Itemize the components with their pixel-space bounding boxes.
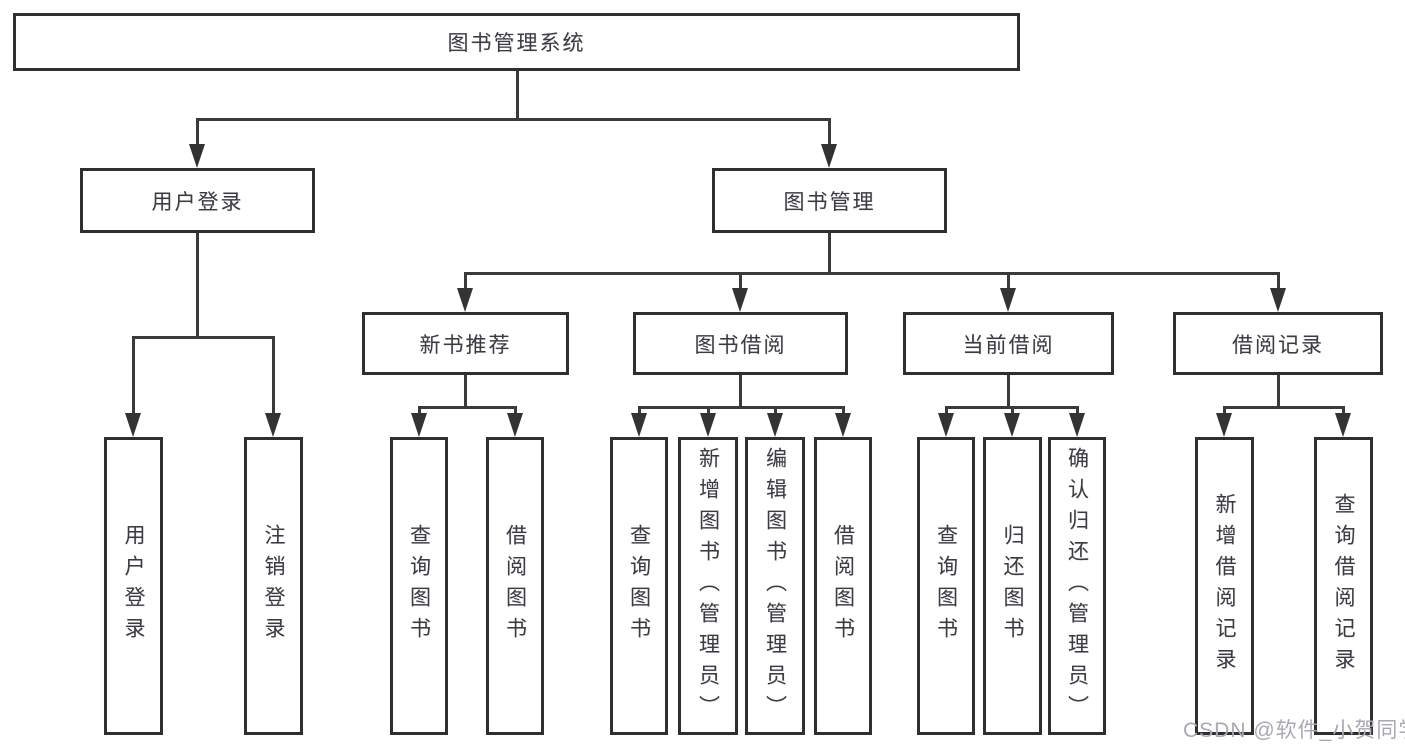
connector-book-mgmt-drop-0 [463, 272, 467, 290]
connector-root-arrowhead-0 [189, 144, 205, 168]
node-current-borrow: 当前借阅 [903, 312, 1114, 375]
connector-root-drop-1 [827, 118, 831, 146]
connector-new-book-drop-0 [417, 406, 421, 415]
connector-book-borrow-drop-0 [637, 406, 641, 415]
connector-root-stub [515, 71, 519, 121]
connector-book-borrow-drop-2 [773, 406, 777, 415]
connector-current-borrow-arrowhead-0 [938, 413, 954, 437]
leaf-query-borrow-record-label: 查询借阅记录 [1332, 493, 1355, 679]
node-book-borrow: 图书借阅 [633, 312, 848, 375]
connector-root-bus [195, 118, 831, 121]
leaf-query-book-borrow: 查询图书 [610, 437, 668, 735]
leaf-add-book-admin: 新增图书（管理员） [678, 437, 738, 735]
connector-book-borrow-arrowhead-0 [631, 413, 647, 437]
connector-borrow-record-drop-1 [1341, 406, 1345, 415]
node-borrow-record: 借阅记录 [1173, 312, 1383, 375]
leaf-confirm-return-admin-label: 确认归还（管理员） [1065, 446, 1089, 726]
connector-borrow-record-bus [1222, 406, 1345, 409]
leaf-return-book: 归还图书 [983, 437, 1042, 735]
connector-book-mgmt-arrowhead-3 [1270, 288, 1286, 312]
leaf-query-borrow-record: 查询借阅记录 [1314, 437, 1373, 735]
connector-new-book-bus [417, 406, 517, 409]
connector-borrow-record-arrowhead-0 [1216, 413, 1232, 437]
leaf-user-login: 用户登录 [104, 437, 163, 735]
leaf-user-login-label: 用户登录 [122, 524, 145, 648]
connector-book-mgmt-drop-2 [1006, 272, 1010, 290]
connector-current-borrow-arrowhead-1 [1004, 413, 1020, 437]
connector-book-mgmt-bus [463, 272, 1280, 275]
node-new-book-recommend: 新书推荐 [362, 312, 569, 375]
leaf-add-borrow-record-label: 新增借阅记录 [1213, 493, 1236, 679]
connector-book-mgmt-arrowhead-0 [457, 288, 473, 312]
node-current-borrow-label: 当前借阅 [962, 333, 1055, 357]
leaf-return-book-label: 归还图书 [1001, 524, 1024, 648]
connector-book-borrow-bus [637, 406, 845, 409]
connector-user-login-stub [195, 233, 199, 339]
connector-book-borrow-arrowhead-2 [767, 413, 783, 437]
connector-user-login-arrowhead-0 [125, 413, 141, 437]
connector-new-book-drop-1 [513, 406, 517, 415]
leaf-borrow-book: 借阅图书 [814, 437, 872, 735]
connector-current-borrow-drop-1 [1010, 406, 1014, 415]
connector-current-borrow-arrowhead-2 [1069, 413, 1085, 437]
connector-user-login-arrowhead-1 [265, 413, 281, 437]
node-borrow-record-label: 借阅记录 [1232, 333, 1324, 357]
leaf-query-book-recommend: 查询图书 [390, 437, 448, 735]
connector-user-login-bus [131, 336, 275, 339]
leaf-add-borrow-record: 新增借阅记录 [1195, 437, 1254, 735]
leaf-query-book-current: 查询图书 [917, 437, 975, 735]
leaf-borrow-book-recommend: 借阅图书 [486, 437, 544, 735]
leaf-query-book-current-label: 查询图书 [934, 524, 958, 648]
watermark: CSDN @软件_小贺同学 [1183, 719, 1405, 742]
node-new-book-recommend-label: 新书推荐 [419, 333, 512, 357]
connector-current-borrow-drop-2 [1075, 406, 1079, 415]
connector-new-book-arrowhead-1 [507, 413, 523, 437]
connector-new-book-stub [463, 375, 467, 409]
connector-book-mgmt-arrowhead-2 [1000, 288, 1016, 312]
connector-borrow-record-arrowhead-1 [1335, 413, 1351, 437]
node-user-login: 用户登录 [80, 168, 315, 233]
leaf-logout: 注销登录 [244, 437, 303, 735]
connector-root-arrowhead-1 [821, 144, 837, 168]
connector-book-mgmt-stub [827, 233, 831, 275]
leaf-query-book-recommend-label: 查询图书 [407, 524, 431, 648]
connector-book-borrow-stub [738, 375, 742, 409]
leaf-borrow-book-label: 借阅图书 [831, 524, 855, 648]
connector-book-mgmt-drop-1 [738, 272, 742, 290]
leaf-query-book-borrow-label: 查询图书 [627, 524, 651, 648]
connector-book-mgmt-arrowhead-1 [732, 288, 748, 312]
node-book-management-label: 图书管理 [783, 190, 876, 214]
node-user-login-label: 用户登录 [151, 190, 244, 214]
node-book-management: 图书管理 [712, 168, 947, 233]
connector-root-drop-0 [195, 118, 199, 146]
connector-book-mgmt-drop-3 [1276, 272, 1280, 290]
connector-book-borrow-arrowhead-3 [835, 413, 851, 437]
connector-book-borrow-drop-1 [706, 406, 710, 415]
connector-book-borrow-drop-3 [841, 406, 845, 415]
connector-user-login-drop-0 [131, 336, 135, 415]
leaf-confirm-return-admin: 确认归还（管理员） [1048, 437, 1106, 735]
leaf-add-book-admin-label: 新增图书（管理员） [696, 446, 720, 726]
node-book-borrow-label: 图书借阅 [694, 333, 787, 357]
connector-user-login-drop-1 [271, 336, 275, 415]
connector-borrow-record-drop-0 [1222, 406, 1226, 415]
leaf-borrow-book-recommend-label: 借阅图书 [503, 524, 527, 648]
connector-current-borrow-stub [1006, 375, 1010, 409]
node-root-label: 图书管理系统 [447, 32, 586, 55]
leaf-edit-book-admin: 编辑图书（管理员） [745, 437, 805, 735]
connector-book-borrow-arrowhead-1 [700, 413, 716, 437]
connector-new-book-arrowhead-0 [411, 413, 427, 437]
leaf-logout-label: 注销登录 [262, 524, 285, 648]
node-root: 图书管理系统 [13, 13, 1020, 71]
connector-current-borrow-drop-0 [944, 406, 948, 415]
connector-borrow-record-stub [1276, 375, 1280, 409]
leaf-edit-book-admin-label: 编辑图书（管理员） [763, 446, 787, 726]
